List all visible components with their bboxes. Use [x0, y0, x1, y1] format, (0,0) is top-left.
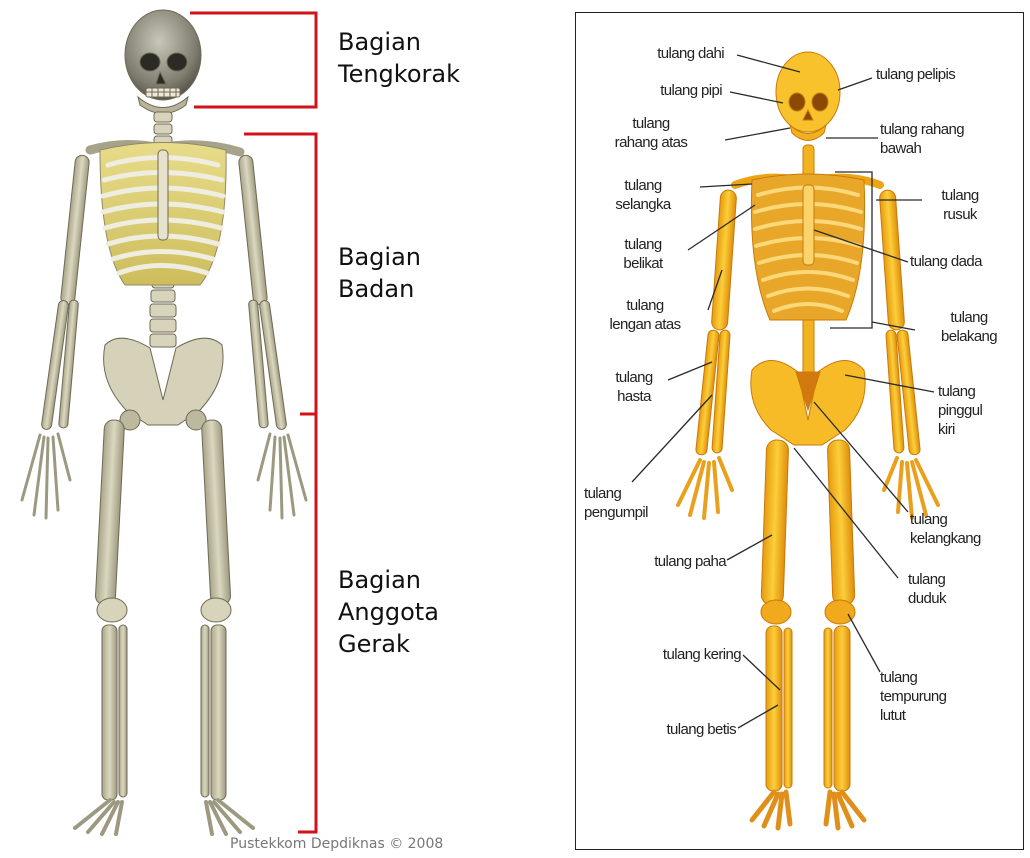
label-tulang-belakang: tulang belakang — [916, 308, 1022, 346]
label-tulang-pipi: tulang pipi — [606, 81, 722, 100]
label-duduk-line2: duduk — [908, 589, 946, 608]
label-tulang-rahang-atas: tulang rahang atas — [593, 114, 709, 152]
label-pinggul-line3: kiri — [938, 420, 982, 439]
label-tulang-pengumpil: tulang pengumpil — [584, 484, 684, 522]
label-tulang-tempurung-lutut: tulang tempurung lutut — [880, 668, 946, 725]
label-pengumpil-line2: pengumpil — [584, 503, 684, 522]
label-rahang-atas-line1: tulang — [593, 114, 709, 133]
skull-diagram — [776, 52, 840, 141]
label-tulang-rusuk: tulang rusuk — [920, 186, 1000, 224]
label-tulang-rahang-bawah: tulang rahang bawah — [880, 120, 964, 158]
label-tulang-duduk: tulang duduk — [908, 570, 946, 608]
label-pengumpil-line1: tulang — [584, 484, 684, 503]
label-tempurung-line2: tempurung — [880, 687, 946, 706]
label-rahang-bawah-line1: tulang rahang — [880, 120, 964, 139]
label-tulang-hasta: tulang hasta — [598, 368, 670, 406]
label-kelangkang-line2: kelangkang — [910, 529, 981, 548]
label-tulang-kelangkang: tulang kelangkang — [910, 510, 981, 548]
label-tulang-belikat: tulang belikat — [600, 235, 686, 273]
ribcage-diagram — [751, 174, 864, 320]
label-tulang-kering: tulang kering — [600, 645, 741, 664]
label-pinggul-line2: pinggul — [938, 401, 982, 420]
label-tulang-dahi: tulang dahi — [606, 44, 724, 63]
label-tulang-paha: tulang paha — [600, 552, 726, 571]
legs-diagram — [761, 440, 855, 791]
label-belakang-line1: tulang — [916, 308, 1022, 327]
label-rusuk-line2: rusuk — [920, 205, 1000, 224]
label-hasta-line1: tulang — [598, 368, 670, 387]
feet-diagram — [752, 792, 864, 828]
pelvis-diagram — [751, 360, 865, 445]
label-rusuk-line1: tulang — [920, 186, 1000, 205]
label-rahang-bawah-line2: bawah — [880, 139, 964, 158]
label-belikat-line2: belikat — [600, 254, 686, 273]
label-tempurung-line1: tulang — [880, 668, 946, 687]
label-duduk-line1: tulang — [908, 570, 946, 589]
label-hasta-line2: hasta — [598, 387, 670, 406]
label-belikat-line1: tulang — [600, 235, 686, 254]
label-selangka-line2: selangka — [592, 195, 694, 214]
label-tulang-selangka: tulang selangka — [592, 176, 694, 214]
label-tempurung-line3: lutut — [880, 706, 946, 725]
label-tulang-betis: tulang betis — [600, 720, 736, 739]
hands-diagram — [678, 458, 938, 518]
label-rahang-atas-line2: rahang atas — [593, 133, 709, 152]
label-tulang-dada: tulang dada — [910, 252, 982, 271]
label-selangka-line1: tulang — [592, 176, 694, 195]
label-tulang-pinggul-kiri: tulang pinggul kiri — [938, 382, 982, 439]
label-lengan-atas-line1: tulang — [583, 296, 707, 315]
label-pinggul-line1: tulang — [938, 382, 982, 401]
label-kelangkang-line1: tulang — [910, 510, 981, 529]
label-belakang-line2: belakang — [916, 327, 1022, 346]
label-lengan-atas-line2: lengan atas — [583, 315, 707, 334]
label-tulang-pelipis: tulang pelipis — [876, 65, 955, 84]
label-tulang-lengan-atas: tulang lengan atas — [583, 296, 707, 334]
